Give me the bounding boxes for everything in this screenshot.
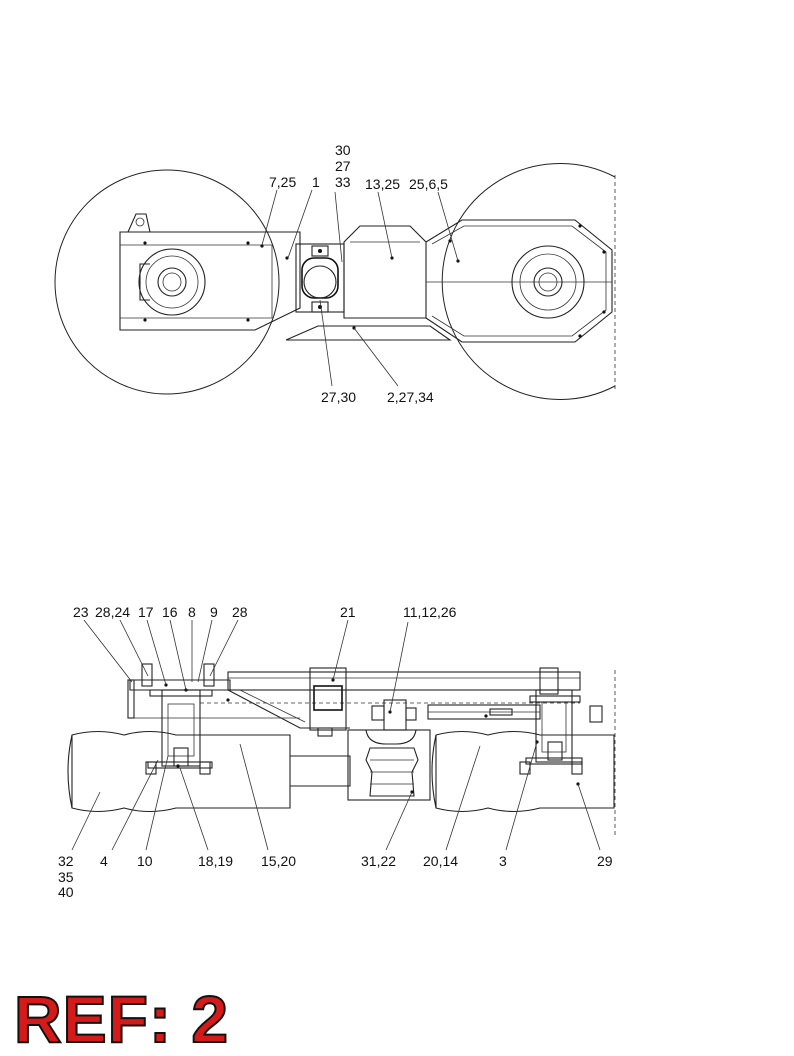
callout-27-30: 27,30 bbox=[321, 389, 356, 405]
drive-housing bbox=[347, 729, 431, 801]
callout-10: 10 bbox=[137, 853, 153, 869]
callout-11-12-26: 11,12,26 bbox=[403, 604, 457, 620]
callout-28-24: 28,24 bbox=[95, 604, 130, 620]
callout-1: 1 bbox=[312, 174, 320, 190]
callout-7-25: 7,25 bbox=[269, 174, 296, 190]
callout-25-6-5: 25,6,5 bbox=[409, 176, 448, 192]
callout-9: 9 bbox=[210, 604, 218, 620]
callout-40: 40 bbox=[58, 884, 74, 900]
callout-30: 30 bbox=[335, 142, 351, 158]
gearbox-housing bbox=[343, 225, 427, 319]
callout-23: 23 bbox=[73, 604, 89, 620]
reference-label: REF: 2 bbox=[13, 982, 230, 1056]
callout-20-14: 20,14 bbox=[423, 853, 458, 869]
left-bracket bbox=[119, 231, 301, 331]
callout-28: 28 bbox=[232, 604, 248, 620]
right-housing bbox=[425, 219, 613, 343]
callout-35: 35 bbox=[58, 869, 74, 885]
callout-32: 32 bbox=[58, 853, 74, 869]
center-drum bbox=[290, 755, 351, 787]
drive-bell bbox=[365, 747, 419, 797]
right-carrier bbox=[535, 689, 573, 763]
callout-31-22: 31,22 bbox=[361, 853, 396, 869]
callout-27: 27 bbox=[335, 158, 351, 174]
callout-15-20: 15,20 bbox=[261, 853, 296, 869]
clamp-block bbox=[309, 667, 347, 731]
main-frame-beam bbox=[227, 671, 581, 691]
right-roller bbox=[435, 730, 615, 813]
callout-4: 4 bbox=[100, 853, 108, 869]
left-roller bbox=[71, 730, 291, 813]
callout-13-25: 13,25 bbox=[365, 176, 400, 192]
right-hub bbox=[511, 245, 585, 319]
deflector-plate bbox=[285, 325, 452, 341]
top-view-drawing bbox=[54, 163, 616, 400]
left-hub bbox=[138, 248, 206, 316]
callout-8: 8 bbox=[188, 604, 196, 620]
left-wheel-outline bbox=[54, 169, 280, 395]
callout-29: 29 bbox=[597, 853, 613, 869]
side-view-drawing bbox=[67, 619, 616, 851]
callout-21: 21 bbox=[340, 604, 356, 620]
callout-17: 17 bbox=[138, 604, 154, 620]
callout-2-27-34: 2,27,34 bbox=[387, 389, 434, 405]
callout-33: 33 bbox=[335, 174, 351, 190]
callout-16: 16 bbox=[162, 604, 178, 620]
callout-3: 3 bbox=[499, 853, 507, 869]
callout-18-19: 18,19 bbox=[198, 853, 233, 869]
right-wheel-outline bbox=[441, 163, 616, 400]
